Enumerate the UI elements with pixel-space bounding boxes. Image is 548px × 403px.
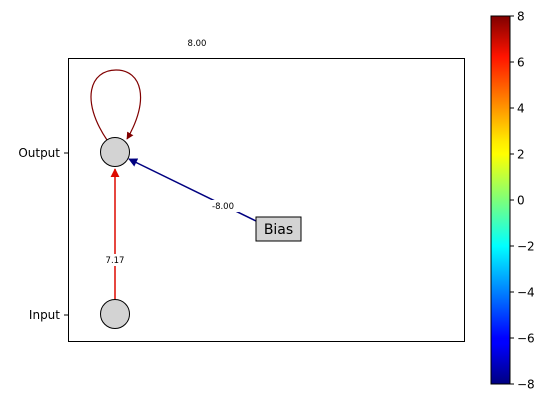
colorbar-ticks: 8 6 4 2 0 −2 −4 −6 −8 bbox=[510, 10, 535, 392]
edge-label-bias-output: -8.00 bbox=[212, 202, 234, 212]
colorbar-tick-label: 2 bbox=[517, 148, 525, 162]
colorbar-tick-label: −2 bbox=[517, 240, 535, 254]
colorbar-tick-label: 6 bbox=[517, 56, 525, 70]
node-input[interactable] bbox=[100, 299, 130, 329]
colorbar-tick-label: −8 bbox=[517, 378, 535, 392]
edge-label-bg-bias bbox=[207, 200, 239, 212]
node-output[interactable] bbox=[100, 137, 130, 167]
edge-label-input-output: 7.17 bbox=[106, 256, 125, 266]
colorbar-tick-label: −4 bbox=[517, 286, 535, 300]
colorbar bbox=[490, 15, 511, 385]
edge-label-bg-input bbox=[101, 254, 129, 266]
node-bias-box[interactable] bbox=[255, 216, 302, 242]
colorbar-tick-label: 4 bbox=[517, 102, 525, 116]
y-tick-label-output: Output bbox=[18, 146, 60, 160]
edge-output-self-loop bbox=[90, 69, 142, 141]
edge-label-self-loop: 8.00 bbox=[188, 39, 207, 49]
colorbar-tick-label: 0 bbox=[517, 194, 525, 208]
colorbar-tick-label: 8 bbox=[517, 10, 525, 24]
colorbar-tick-label: −6 bbox=[517, 332, 535, 346]
plot-frame bbox=[68, 58, 465, 342]
y-tick-label-input: Input bbox=[29, 308, 60, 322]
node-bias-label: Bias bbox=[264, 222, 293, 238]
